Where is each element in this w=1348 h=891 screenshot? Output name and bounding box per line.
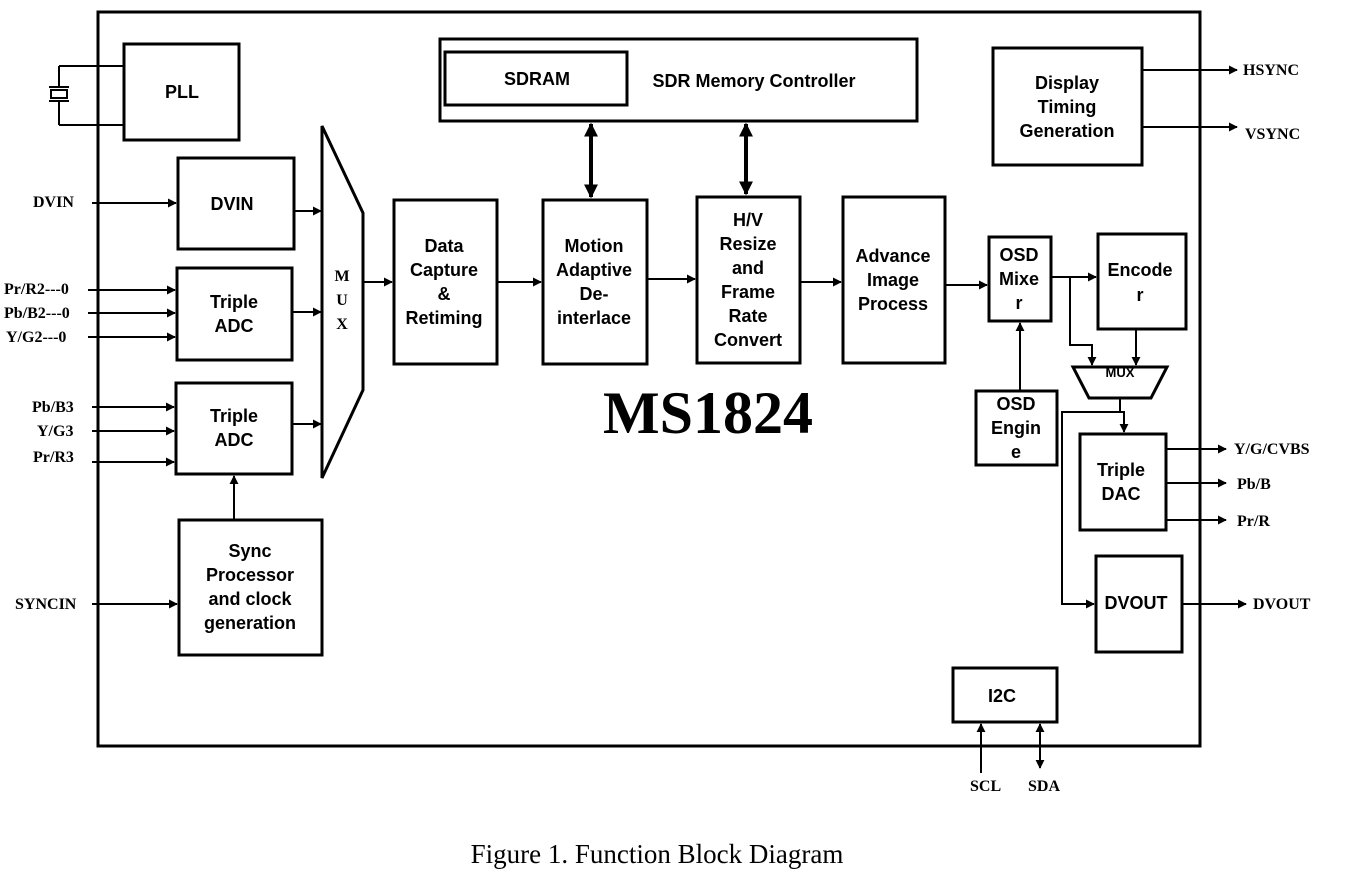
triple-adc-1-block [175,266,294,362]
osd-engine-block [974,389,1059,467]
sdram-block [443,50,629,107]
hv-resize-block [695,195,802,365]
mux-out-label: MUX [1106,365,1135,380]
crystal-symbol [49,65,124,126]
mux-out-block [1070,365,1170,400]
pin-syncin: SYNCIN [15,596,77,613]
pin-dvin: DVIN [33,194,74,211]
pll-block [122,42,241,142]
pin-y-g2: Y/G2---0 [6,329,66,346]
pll-label: PLL [165,82,199,102]
pin-dvout: DVOUT [1253,596,1311,613]
sdram-label: SDRAM [504,69,570,89]
i2c-label: I2C [988,686,1016,706]
data-capture-block [392,198,499,366]
advance-image-block [841,195,947,365]
figure-caption: Figure 1. Function Block Diagram [471,839,844,869]
connections [88,65,1247,773]
pin-pr-r3: Pr/R3 [33,449,74,466]
dvin-block [176,156,296,251]
pin-pb-b: Pb/B [1237,476,1271,493]
triple-adc-2-block [174,381,294,476]
pin-pb-b3: Pb/B3 [32,399,74,416]
pin-pb-b2: Pb/B2---0 [4,305,70,322]
dvin-label: DVIN [210,194,253,214]
pin-vsync: VSYNC [1245,126,1300,143]
motion-deinterlace-block [541,198,649,366]
dvout-block [1094,554,1184,654]
osd-mixer-block [987,235,1053,323]
sync-processor-block [177,518,324,657]
pin-sda: SDA [1028,778,1060,795]
pin-pr-r: Pr/R [1237,513,1270,530]
pin-scl: SCL [970,778,1001,795]
triple-dac-block [1078,432,1168,532]
i2c-block [951,666,1059,724]
pin-y-g-cvbs: Y/G/CVBS [1234,441,1310,458]
encoder-block [1096,232,1188,331]
chip-outline [96,10,1202,748]
pin-y-g3: Y/G3 [37,423,73,440]
display-timing-block [991,46,1144,167]
pin-pr-r2: Pr/R2---0 [4,281,69,298]
mux-main-block [320,125,365,479]
sdr-memory-controller-label: SDR Memory Controller [652,71,855,91]
chip-name: MS1824 [603,380,813,446]
pin-hsync: HSYNC [1243,62,1299,79]
dvout-label: DVOUT [1105,593,1168,613]
